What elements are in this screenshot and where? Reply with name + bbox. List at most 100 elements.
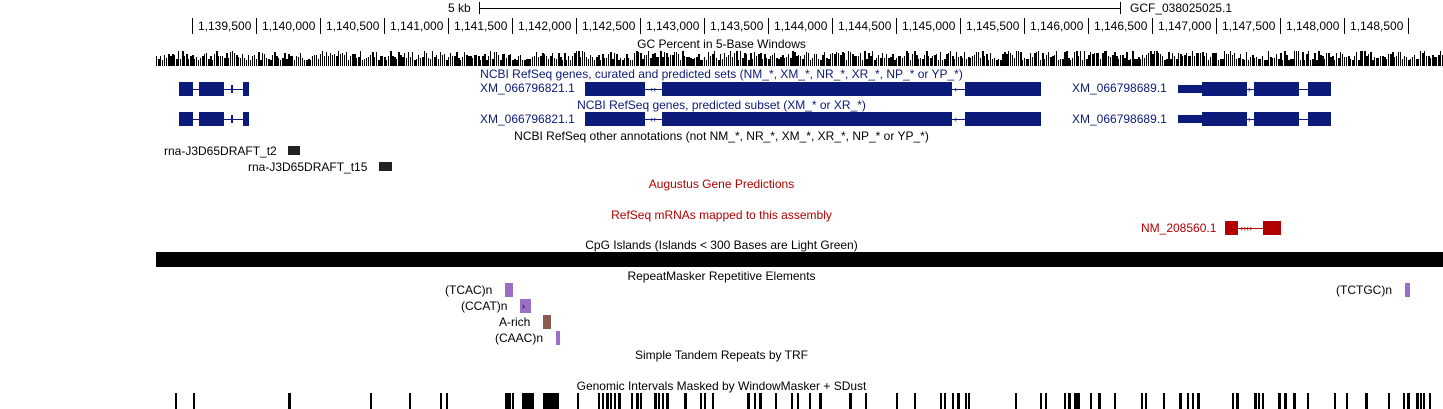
gc-bar bbox=[224, 58, 226, 66]
repeat-block[interactable]: › bbox=[520, 299, 531, 313]
gc-bar bbox=[1234, 53, 1235, 66]
gc-bar bbox=[350, 56, 351, 66]
gc-bar bbox=[848, 51, 849, 66]
gc-bar bbox=[168, 54, 170, 66]
gc-bar bbox=[252, 56, 253, 66]
gene-model-xm-066796821[interactable]: ‹‹ ‹ bbox=[585, 112, 1041, 126]
gc-bar bbox=[640, 53, 642, 66]
feature-label[interactable]: rna-J3D65DRAFT_t15 bbox=[248, 160, 368, 174]
repeat-block[interactable] bbox=[543, 315, 551, 329]
gc-bar bbox=[452, 56, 453, 66]
gc-bar bbox=[968, 57, 970, 66]
gc-bar bbox=[334, 54, 335, 66]
gene-label[interactable]: XM_066798689.1 bbox=[1072, 81, 1167, 95]
gc-bar bbox=[842, 52, 844, 66]
gc-bar bbox=[1382, 56, 1384, 66]
masked-interval bbox=[700, 393, 702, 409]
gc-bar bbox=[424, 51, 425, 66]
mrna-model-nm-208560[interactable]: ‹‹‹‹ bbox=[1225, 221, 1281, 235]
repeat-block[interactable] bbox=[556, 331, 560, 345]
track-title-gc-percent[interactable]: GC Percent in 5-Base Windows bbox=[637, 37, 806, 51]
gene-model-left[interactable] bbox=[179, 112, 249, 126]
windowmasker-track[interactable] bbox=[0, 393, 1443, 409]
track-title-cpg-islands[interactable]: CpG Islands (Islands < 300 Bases are Lig… bbox=[585, 238, 858, 252]
gene-label[interactable]: XM_066796821.1 bbox=[480, 112, 575, 126]
exon bbox=[1178, 115, 1202, 123]
feature-label[interactable]: rna-J3D65DRAFT_t2 bbox=[164, 144, 277, 158]
feature-block[interactable] bbox=[288, 146, 300, 155]
gc-bar bbox=[354, 54, 356, 66]
cpg-island-bar[interactable] bbox=[156, 252, 1443, 267]
ruler-tick: 1,147,500 bbox=[1216, 18, 1275, 34]
exon bbox=[199, 82, 224, 96]
gc-bar bbox=[388, 56, 389, 66]
track-title-refseq-predicted[interactable]: NCBI RefSeq genes, predicted subset (XM_… bbox=[577, 98, 866, 112]
track-title-refseq-mrnas[interactable]: RefSeq mRNAs mapped to this assembly bbox=[611, 208, 832, 222]
gc-bar bbox=[708, 52, 709, 66]
gc-bar bbox=[550, 56, 552, 66]
repeat-block[interactable] bbox=[1405, 283, 1410, 297]
gc-bar bbox=[246, 60, 247, 66]
masked-interval bbox=[446, 393, 448, 409]
gc-bar bbox=[666, 53, 668, 66]
gc-bar bbox=[1074, 52, 1075, 66]
gc-bar bbox=[1044, 59, 1045, 66]
gc-bar bbox=[408, 52, 409, 66]
gc-bar bbox=[512, 60, 514, 66]
gc-bar bbox=[1254, 58, 1255, 66]
gene-model-xm-066798689[interactable]: › bbox=[1178, 82, 1331, 96]
gc-bar bbox=[676, 52, 677, 66]
repeat-label[interactable]: A-rich bbox=[499, 315, 531, 329]
feature-block[interactable] bbox=[379, 162, 392, 171]
gc-bar bbox=[998, 59, 999, 66]
masked-interval bbox=[684, 393, 687, 409]
gene-model-left[interactable] bbox=[179, 82, 249, 96]
track-title-augustus[interactable]: Augustus Gene Predictions bbox=[648, 177, 795, 191]
exon bbox=[1225, 221, 1238, 235]
gc-bar bbox=[1318, 51, 1320, 66]
gc-bar bbox=[854, 56, 856, 66]
gene-model-xm-066796821[interactable]: ‹‹ ‹ bbox=[585, 82, 1041, 96]
gc-bar bbox=[1422, 53, 1424, 66]
gene-label[interactable]: XM_066796821.1 bbox=[480, 81, 575, 95]
track-title-simple-repeats[interactable]: Simple Tandem Repeats by TRF bbox=[635, 348, 808, 362]
gc-bar bbox=[1206, 53, 1207, 66]
repeat-label[interactable]: (TCTGC)n bbox=[1336, 283, 1392, 297]
gc-bar bbox=[1096, 53, 1098, 66]
gc-bar bbox=[190, 56, 192, 66]
mrna-label[interactable]: NM_208560.1 bbox=[1141, 221, 1217, 235]
track-title-refseq-other[interactable]: NCBI RefSeq other annotations (not NM_*,… bbox=[514, 129, 929, 143]
gc-bar bbox=[760, 53, 762, 66]
masked-interval bbox=[704, 393, 706, 409]
track-title-refseq-curated[interactable]: NCBI RefSeq genes, curated and predicted… bbox=[480, 67, 963, 81]
gc-bar bbox=[284, 53, 286, 66]
ruler-tick: 1,141,500 bbox=[448, 18, 507, 34]
gc-bar bbox=[678, 54, 679, 66]
gc-bar bbox=[862, 60, 863, 66]
repeat-label[interactable]: (TCAC)n bbox=[445, 283, 493, 297]
gc-bar bbox=[1430, 58, 1431, 66]
exon bbox=[1254, 112, 1299, 126]
gc-bar bbox=[960, 56, 962, 66]
masked-interval bbox=[1064, 393, 1066, 409]
gc-bar bbox=[632, 60, 633, 66]
ruler-tick: 1,142,000 bbox=[512, 18, 571, 34]
repeat-block[interactable] bbox=[505, 283, 513, 297]
repeat-label[interactable]: (CAAC)n bbox=[495, 331, 544, 345]
gc-bar bbox=[784, 58, 785, 66]
gene-label[interactable]: XM_066798689.1 bbox=[1072, 112, 1167, 126]
masked-interval bbox=[1403, 393, 1405, 409]
gc-bar bbox=[1378, 58, 1379, 66]
gc-bar bbox=[444, 54, 445, 66]
gc-bar bbox=[672, 55, 674, 66]
gc-bar bbox=[208, 59, 210, 66]
gene-model-xm-066798689[interactable]: › bbox=[1178, 112, 1331, 126]
gc-bar bbox=[322, 51, 323, 66]
track-title-repeatmasker[interactable]: RepeatMasker Repetitive Elements bbox=[627, 269, 816, 283]
gc-bar bbox=[684, 56, 685, 66]
strand-arrow-icon: › bbox=[1248, 114, 1251, 124]
track-title-windowmasker[interactable]: Genomic Intervals Masked by WindowMasker… bbox=[576, 379, 867, 393]
gc-bar bbox=[780, 57, 782, 66]
masked-interval bbox=[557, 393, 559, 409]
repeat-label[interactable]: (CCAT)n bbox=[461, 299, 508, 313]
